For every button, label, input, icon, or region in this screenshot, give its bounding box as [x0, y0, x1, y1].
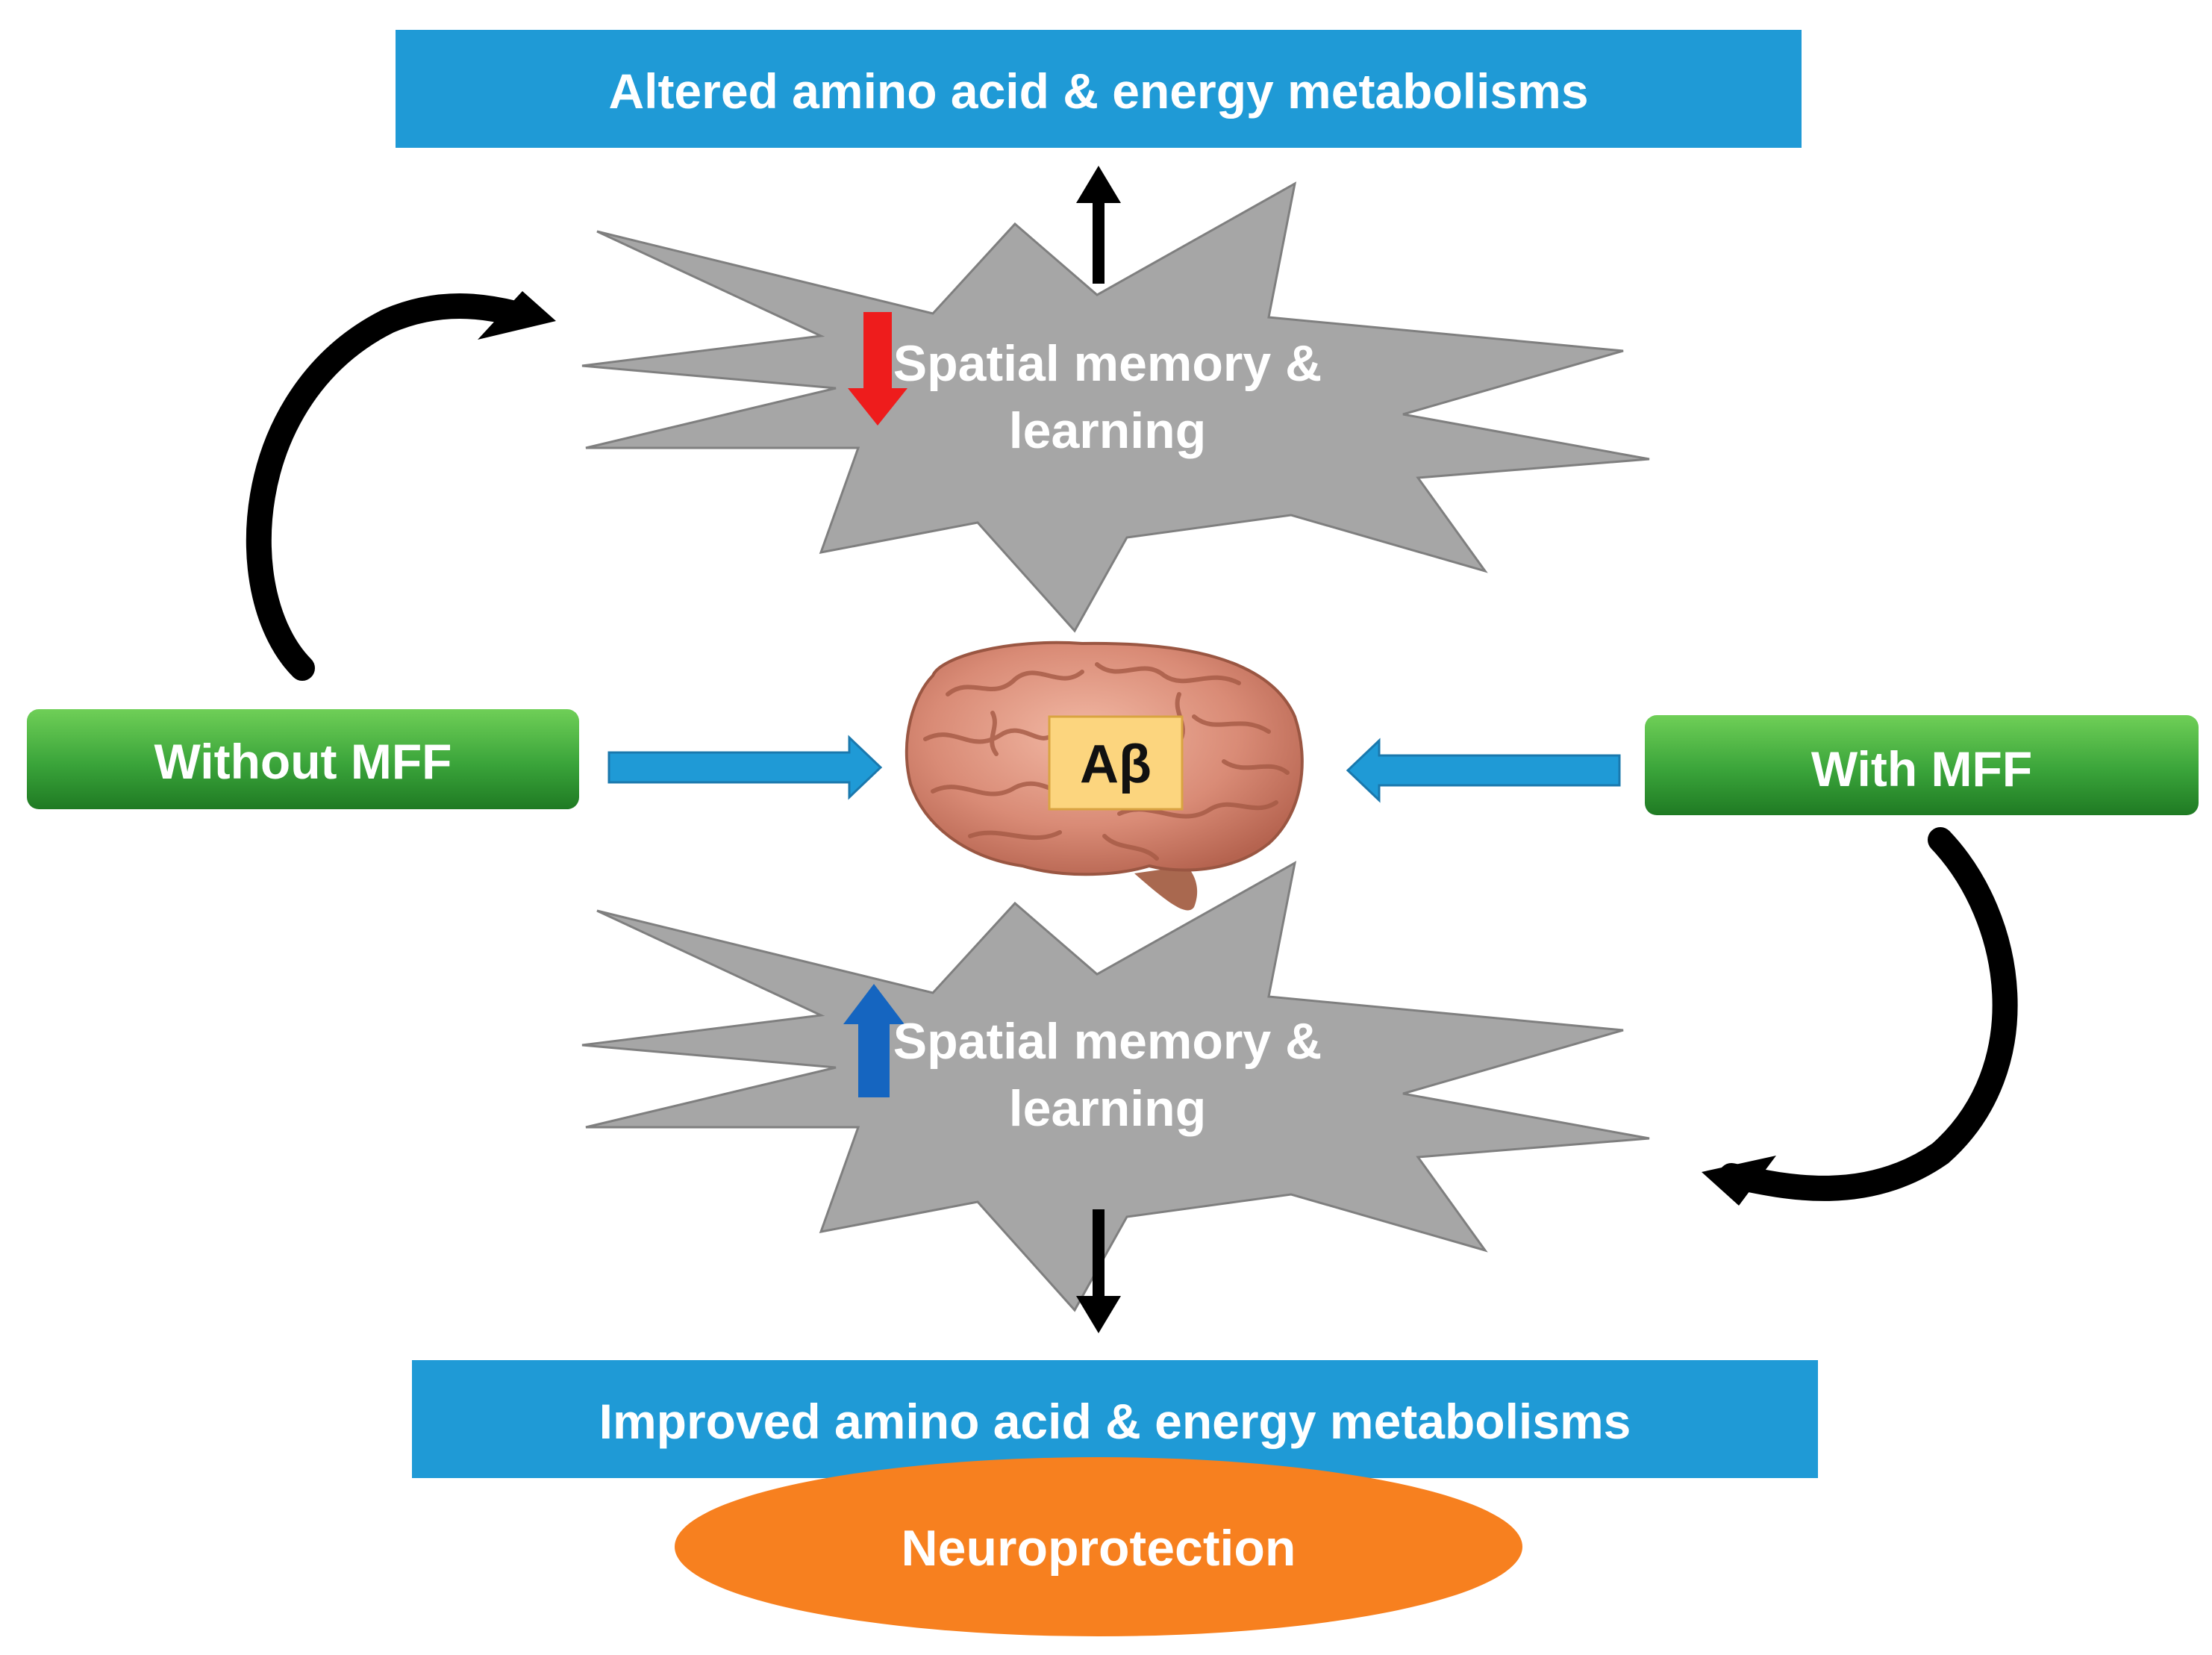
arrow-up-to-top-box [1076, 166, 1121, 284]
top-metabolism-box: Altered amino acid & energy metabolisms [396, 30, 1802, 148]
without-mff-box-bg [27, 709, 579, 809]
brain-icon: Aβ [905, 641, 1304, 911]
with-mff-box-bg [1645, 715, 2199, 815]
curved-arrow-with-mff [1702, 827, 2018, 1206]
blue-arrow-right-icon [607, 735, 883, 800]
blue-up-arrow-icon [843, 984, 905, 1097]
bottom-metabolism-box: Improved amino acid & energy metabolisms [412, 1360, 1818, 1478]
curved-arrow-without-mff [246, 291, 556, 681]
lower-burst-line2: learning [1009, 1080, 1207, 1137]
with-mff-box: With MFF [1645, 715, 2199, 815]
lower-burst-shape [581, 861, 1650, 1312]
lower-burst-line1: Spatial memory & [893, 1013, 1322, 1070]
abeta-label: Aβ [1080, 735, 1152, 794]
lower-burst: Spatial memory & learning [581, 861, 1650, 1312]
without-mff-label: Without MFF [154, 734, 452, 789]
neuroprotection-ellipse-bg [675, 1457, 1522, 1636]
top-metabolism-label: Altered amino acid & energy metabolisms [608, 63, 1588, 119]
upper-burst: Spatial memory & learning [581, 181, 1650, 633]
neuroprotection-label: Neuroprotection [902, 1520, 1296, 1577]
arrow-down-to-bottom-box [1076, 1209, 1121, 1333]
upper-burst-shape [581, 181, 1650, 633]
bottom-metabolism-label: Improved amino acid & energy metabolisms [599, 1394, 1631, 1449]
blue-arrow-left-icon [1346, 738, 1621, 803]
upper-burst-line2: learning [1009, 402, 1207, 459]
neuroprotection-ellipse: Neuroprotection [675, 1457, 1522, 1636]
without-mff-box: Without MFF [27, 709, 579, 809]
top-metabolism-box-bg [396, 30, 1802, 148]
abeta-label-box: Aβ [1048, 715, 1184, 811]
red-down-arrow-icon [848, 312, 907, 426]
with-mff-label: With MFF [1811, 741, 2032, 797]
upper-burst-line1: Spatial memory & [893, 335, 1322, 392]
